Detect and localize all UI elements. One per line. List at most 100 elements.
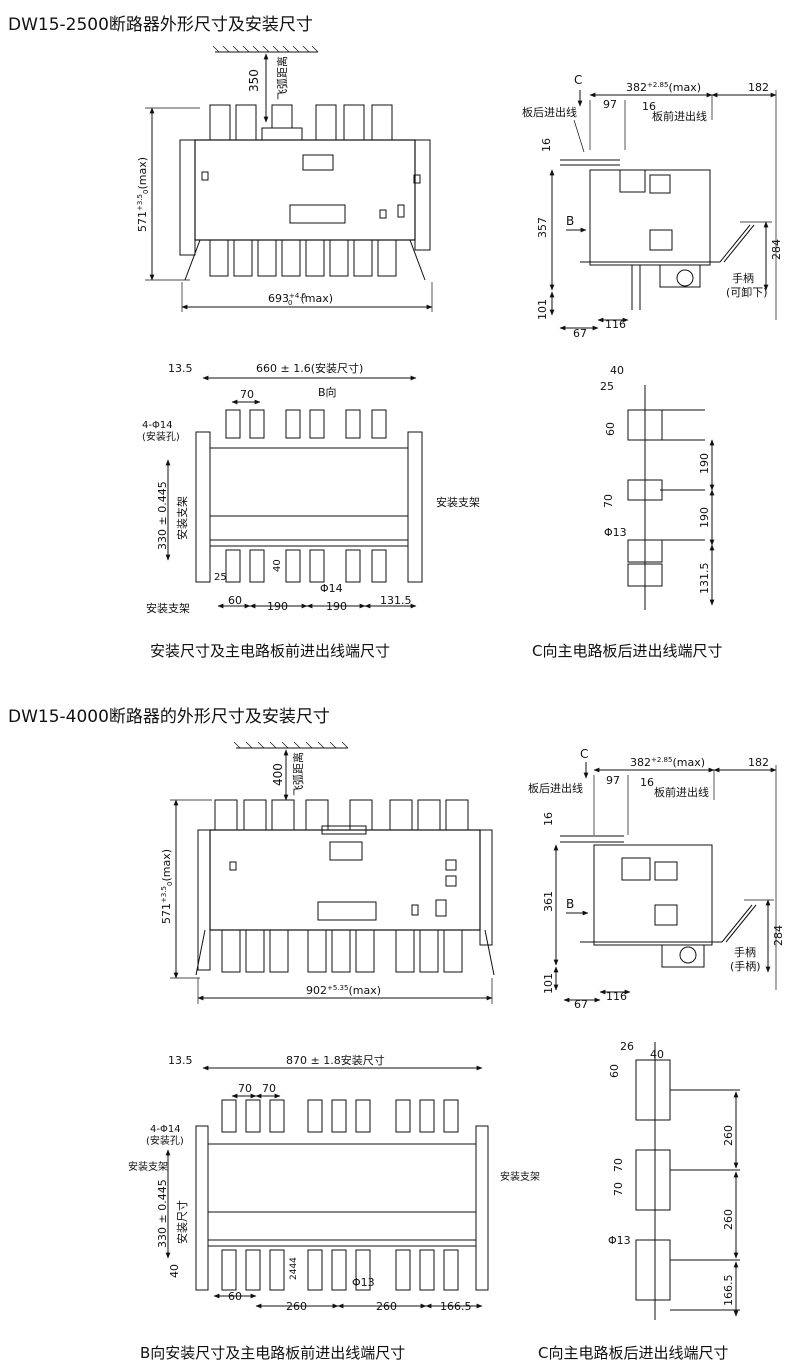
m1-d131: 131.5 [380, 594, 412, 607]
m1-d60: 60 [228, 594, 242, 607]
m2-phi13: Φ13 [352, 1276, 375, 1289]
m1-d330: 330 ± 0.445 [156, 481, 169, 550]
s2-handle: 手柄 [734, 945, 756, 959]
side-view-2500: C 382+2.85(max) 182 板后进出线 97 16 板前进出线 16… [522, 73, 783, 340]
d284: 284 [770, 239, 783, 260]
m1-support-right: 安装支架 [436, 495, 480, 509]
mount-view-2500: 13.5 660 ± 1.6(安装尺寸) B向 70 4-Φ14 (安装孔) 3… [142, 361, 480, 615]
m1-holes-note: (安装孔) [142, 430, 180, 443]
s2-rear-label: 板后进出线 [528, 781, 583, 795]
m1-support-v: 安装支架 [175, 496, 189, 540]
rear-view-2500: 40 25 60 190 70 190 Φ13 131.5 [600, 364, 715, 610]
m2-holes-note: (安装孔) [146, 1134, 184, 1147]
s2-handle-note: (手柄) [730, 959, 761, 973]
s2-d284: 284 [772, 925, 785, 946]
handle-label: 手柄 [732, 271, 754, 285]
svg-text:382+2.85(max): 382+2.85(max) [626, 81, 701, 94]
height-value: 571 [136, 211, 149, 232]
m1-d25: 25 [214, 572, 227, 583]
arc-distance-value: 350 [247, 69, 261, 92]
arc-distance-label: 飞弧距离 [275, 56, 289, 100]
m2-holes: 4-Φ14 [150, 1124, 181, 1135]
m2-mount-size: 安装尺寸 [175, 1200, 189, 1244]
m1-d13: 13.5 [168, 362, 193, 375]
svg-text:902+5.35(max): 902+5.35(max) [306, 984, 381, 997]
r2-d166: 166.5 [722, 1275, 735, 1307]
depth-value: 382 [626, 81, 647, 94]
f2-height: 571 [160, 903, 173, 924]
caption-1-left: 安装尺寸及主电路板前进出线端尺寸 [150, 642, 390, 660]
r2-d40: 40 [650, 1048, 664, 1061]
r2-d26: 26 [620, 1040, 634, 1053]
s2-b: B [566, 897, 574, 911]
caption-2-left: B向安装尺寸及主电路板前进出线端尺寸 [140, 1344, 405, 1362]
mount-view-4000: 13.5 870 ± 1.8安装尺寸 70 70 4-Φ14 (安装孔) 安装支… [128, 1053, 540, 1313]
caption-1-right: C向主电路板后进出线端尺寸 [532, 642, 722, 660]
m2-d260b: 260 [376, 1300, 397, 1313]
m2-d330: 330 ± 0.445 [156, 1179, 169, 1248]
section2-title: DW15-4000断路器的外形尺寸及安装尺寸 [8, 707, 330, 727]
d67: 67 [573, 327, 587, 340]
m1-d190b: 190 [326, 600, 347, 613]
m2-d60: 60 [228, 1290, 242, 1303]
s2-d16b: 16 [542, 812, 555, 826]
rear-view-4000: 26 40 60 260 70 70 260 Φ13 166.5 [608, 1040, 740, 1320]
m2-d70a: 70 [238, 1082, 252, 1095]
d97: 97 [603, 98, 617, 111]
caption-2-right: C向主电路板后进出线端尺寸 [538, 1344, 728, 1362]
m2-d13: 13.5 [168, 1054, 193, 1067]
front-wire-label: 板前进出线 [652, 109, 707, 123]
rear-wire-label: 板后进出线 [522, 105, 577, 119]
r2-d260b: 260 [722, 1209, 735, 1230]
m2-d40: 40 [168, 1264, 181, 1278]
m2-d2444: 2444 [289, 1257, 299, 1280]
d16b: 16 [540, 138, 553, 152]
f2-arc-value: 400 [271, 763, 285, 786]
r2-d70a: 70 [612, 1158, 625, 1172]
r1-phi13: Φ13 [604, 526, 627, 539]
m2-d260a: 260 [286, 1300, 307, 1313]
c-label: C [574, 73, 582, 87]
m1-d40: 40 [272, 559, 283, 572]
svg-text:693+4.00(max): 693+4.00(max) [268, 292, 333, 307]
s2-d67: 67 [574, 998, 588, 1011]
m1-holes: 4-Φ14 [142, 420, 173, 431]
r2-d60: 60 [608, 1064, 621, 1078]
m1-support-bottom: 安装支架 [146, 601, 190, 615]
r1-d40: 40 [610, 364, 624, 377]
m2-support-right: 安装支架 [500, 1170, 540, 1183]
r1-d70: 70 [602, 494, 615, 508]
m1-phi14: Φ14 [320, 582, 343, 595]
b-label: B [566, 214, 574, 228]
handle-note: (可卸下) [726, 285, 768, 299]
r2-d260a: 260 [722, 1125, 735, 1146]
r1-d60: 60 [604, 422, 617, 436]
section1-title: DW15-2500断路器外形尺寸及安装尺寸 [8, 15, 313, 35]
m1-d660: 660 ± 1.6(安装尺寸) [256, 361, 363, 375]
m2-d166: 166.5 [440, 1300, 472, 1313]
s2-d101: 101 [542, 973, 555, 994]
width-value: 693 [268, 292, 289, 305]
front-view-4000: 400 飞弧距离 571+3.50(max) 902+5.35(max) [160, 741, 495, 1004]
svg-text:571+3.50(max): 571+3.50(max) [136, 157, 150, 232]
s2-d361: 361 [542, 891, 555, 912]
side-view-4000: C 382+2.85(max) 182 板后进出线 97 16 板前进出线 16… [528, 747, 785, 1011]
f2-width: 902 [306, 984, 327, 997]
r2-d70b: 70 [612, 1182, 625, 1196]
d116: 116 [605, 318, 626, 331]
s2-depth: 382 [630, 756, 651, 769]
s2-right: 182 [748, 756, 769, 769]
m1-bdir: B向 [318, 385, 337, 399]
right-offset: 182 [748, 81, 769, 94]
f2-arc-label: 飞弧距离 [291, 752, 305, 796]
r1-d25: 25 [600, 380, 614, 393]
d357: 357 [536, 217, 549, 238]
m2-d870: 870 ± 1.8安装尺寸 [286, 1053, 385, 1067]
m1-d190a: 190 [267, 600, 288, 613]
m2-support-left: 安装支架 [128, 1160, 168, 1173]
s2-d116: 116 [606, 990, 627, 1003]
s2-c: C [580, 747, 588, 761]
m1-d70: 70 [240, 388, 254, 401]
